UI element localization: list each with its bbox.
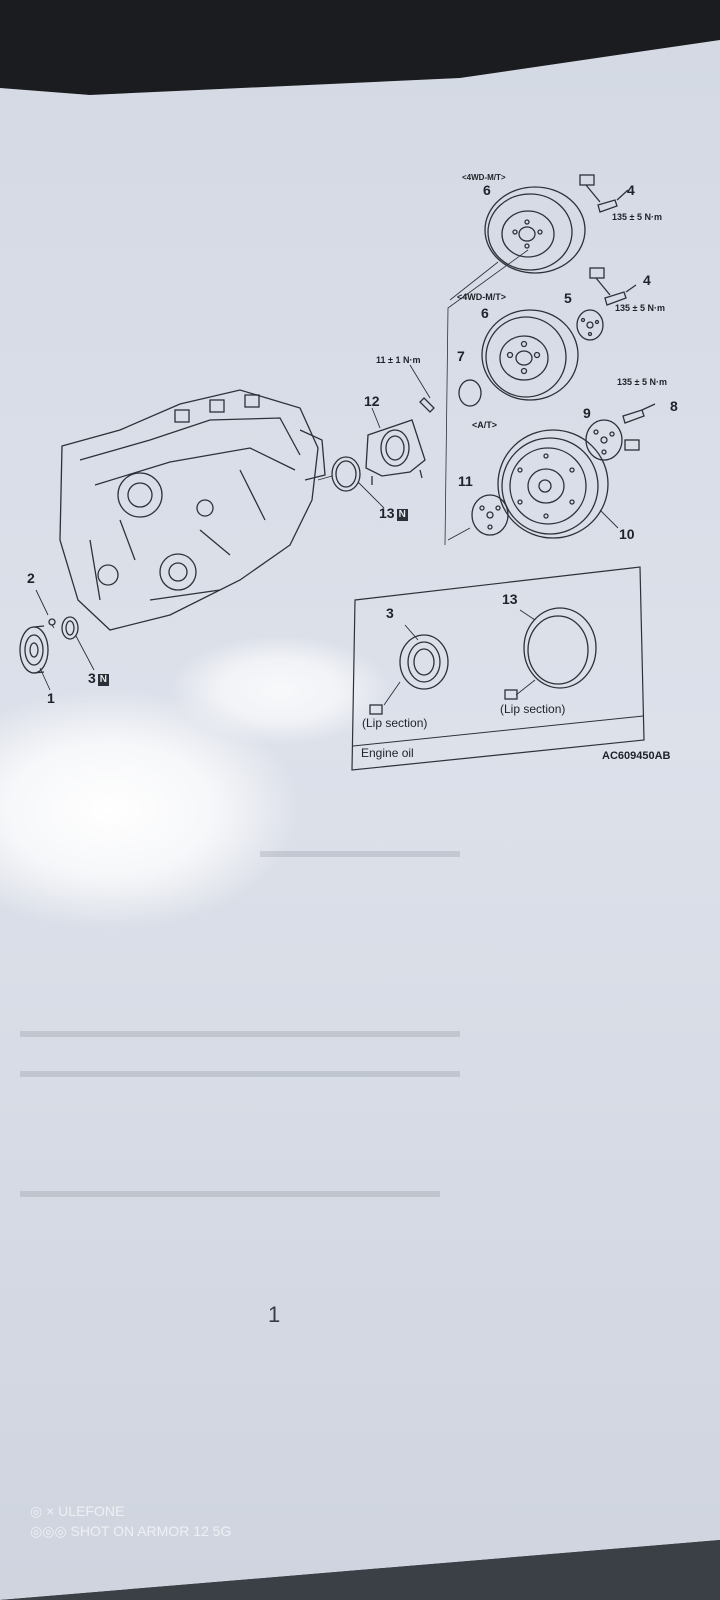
new-part-badge: N: [396, 509, 408, 521]
flywheel-2wd: [484, 186, 586, 274]
spacer-at: [447, 494, 509, 541]
camera-watermark-brand: ◎ × ULEFONE: [30, 1503, 125, 1519]
part-number-6-top: 6: [483, 182, 491, 198]
light-glare-2: [170, 635, 390, 745]
bleed-through-text: ▬▬▬▬▬▬▬▬▬▬▬▬▬▬▬▬▬▬▬▬▬: [20, 1180, 440, 1202]
variant-label-4wd: <4WD-M/T>: [457, 292, 507, 302]
washer: [48, 618, 56, 626]
part-number-1: 1: [47, 690, 55, 706]
camera-watermark-model: ◎◎◎ SHOT ON ARMOR 12 5G: [30, 1523, 232, 1539]
inset-box: [351, 566, 645, 771]
lens-icons: ◎◎◎: [30, 1523, 71, 1539]
new-part-badge-front: N: [97, 674, 110, 686]
front-oil-seal: [61, 616, 79, 640]
figure-code: AC609450AB: [602, 750, 671, 762]
part-number-8: 8: [670, 398, 678, 414]
lip-section-label-left: (Lip section): [362, 716, 428, 730]
part-number-7: 7: [457, 348, 465, 364]
variant-label-at: <A/T>: [472, 420, 498, 430]
bleed-through-text: ▬▬▬▬▬▬▬▬▬▬▬▬▬▬▬▬▬▬▬▬▬▬: [20, 1060, 460, 1082]
torque-label-top: 135 ± 5 N·m: [612, 212, 662, 222]
bolt-set-middle: [589, 267, 637, 306]
part-number-4-top: 4: [627, 182, 635, 198]
bleed-through-text: ▬▬▬▬▬▬▬▬▬▬: [260, 840, 460, 862]
bolt-set-top: [579, 174, 629, 213]
crank-pulley: [19, 625, 49, 674]
variant-label-top: <4WD-M/T>: [462, 173, 506, 182]
plate-4wd: [576, 309, 604, 341]
exploded-diagram: [0, 0, 720, 800]
part-number-6-middle: 6: [481, 305, 489, 321]
drive-plate-at: [497, 429, 619, 539]
torque-label-bolt: 11 ± 1 N·m: [376, 355, 421, 365]
dark-backdrop-bottom: [0, 1540, 720, 1600]
adapter-plate: [458, 379, 482, 407]
part-number-5: 5: [564, 290, 572, 306]
part-number-11: 11: [458, 473, 473, 489]
inset-part-number-13: 13: [502, 591, 518, 607]
torque-label-middle: 135 ± 5 N·m: [615, 303, 665, 313]
torque-label-at: 135 ± 5 N·m: [617, 377, 667, 387]
light-glare: [0, 690, 300, 930]
part-number-12: 12: [364, 393, 380, 409]
inset-part-number-3: 3: [386, 605, 394, 621]
engine-block: [59, 389, 326, 631]
lip-section-label-right: (Lip section): [500, 702, 566, 716]
dark-backdrop-top: [0, 0, 720, 95]
flywheel-4wd: [481, 309, 579, 401]
page-number: 1: [268, 1302, 281, 1327]
bolt-set-at: [622, 403, 656, 451]
part-number-9: 9: [583, 405, 591, 421]
camera-icon: ◎ ×: [30, 1503, 59, 1519]
part-number-4-middle: 4: [643, 272, 651, 288]
plate-at: [585, 419, 623, 461]
bleed-through-text: ▬▬▬▬▬▬▬▬▬▬▬▬▬▬▬▬▬▬▬▬▬▬: [20, 1020, 460, 1042]
oil-seal-case: [365, 419, 426, 485]
part-number-2: 2: [27, 570, 35, 586]
rear-oil-seal: [331, 456, 361, 492]
engine-oil-legend: Engine oil: [361, 746, 414, 760]
part-number-10: 10: [619, 526, 635, 542]
